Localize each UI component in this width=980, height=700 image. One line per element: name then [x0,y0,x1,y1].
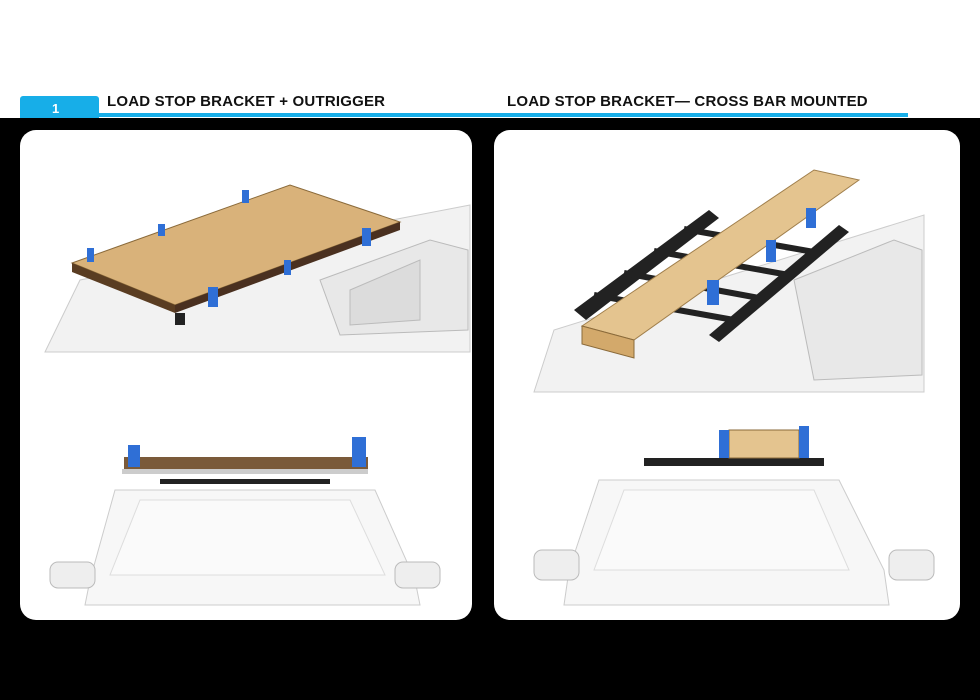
cross-bar-illustration [533,169,935,606]
outrigger-illustration [44,184,471,606]
heading-outrigger: LOAD STOP BRACKET + OUTRIGGER [107,93,386,110]
heading-cross-bar: LOAD STOP BRACKET— CROSS BAR MOUNTED [507,93,868,110]
page-number: 1 [52,101,60,116]
header-rule [20,113,908,117]
outrigger-illustration-card [20,130,472,620]
cross-bar-illustration-card [494,130,960,620]
page-header [0,0,980,118]
page-number-tab [20,96,99,118]
